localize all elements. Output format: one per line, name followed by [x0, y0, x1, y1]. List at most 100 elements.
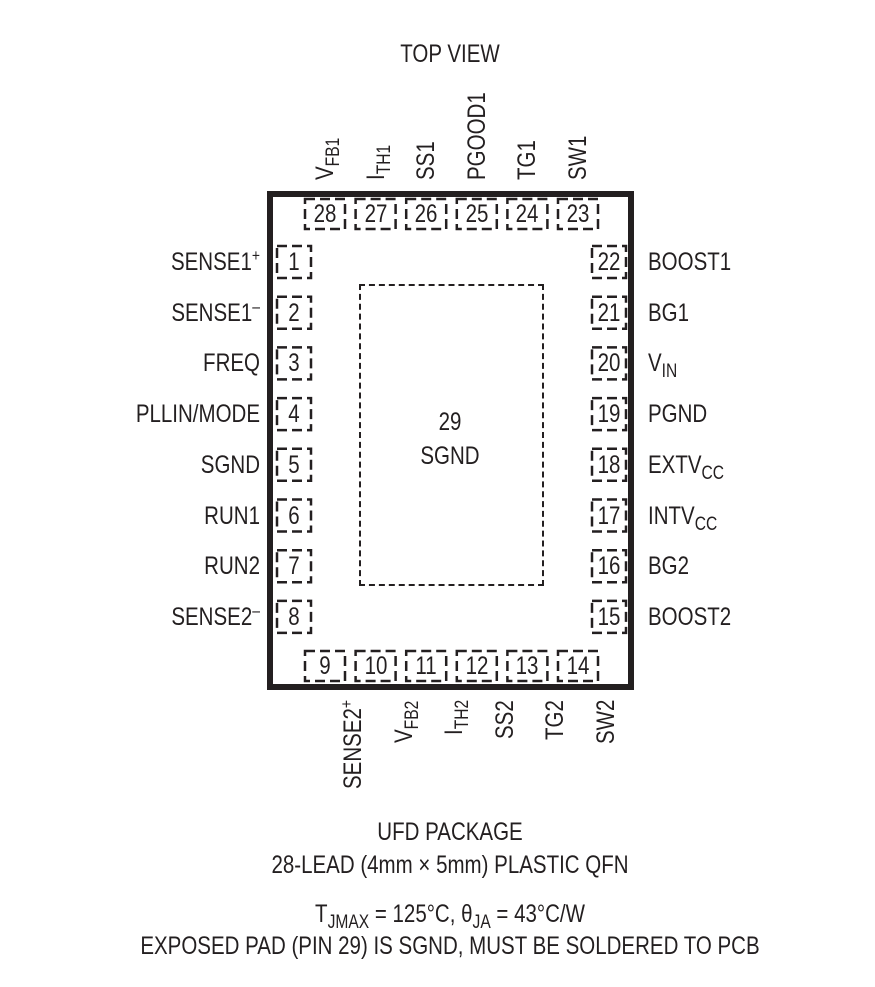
pin-label-15-text: BOOST2: [648, 602, 732, 631]
pin-label-14: SW2: [592, 700, 620, 744]
pin-number-7: 7: [288, 552, 300, 581]
pin-label-24-text: TG1: [513, 140, 542, 180]
pad-left-7: [275, 548, 313, 584]
pin-number-11: 11: [415, 652, 437, 680]
pad-top-25: [455, 197, 499, 231]
pin-label-28-subscript: FB1: [323, 137, 344, 167]
pin-label-3-text: FREQ: [203, 349, 260, 378]
pin-label-26-text: SS1: [412, 141, 441, 180]
pin-label-19-text: PGND: [648, 400, 708, 429]
pin-number-9: 9: [319, 652, 331, 680]
pin-label-28-text: V: [311, 166, 339, 180]
pin-number-1: 1: [288, 248, 300, 276]
pad-left-1: [275, 244, 313, 280]
package-description: 28-LEAD (4mm × 5mm) PLASTIC QFN: [271, 851, 629, 879]
pin-number-13: 13: [515, 652, 539, 680]
pad-top-27: [354, 197, 397, 231]
pin-label-27: ITH1: [361, 145, 395, 180]
package-outline: [267, 191, 634, 690]
pin-label-27-subscript: TH1: [373, 144, 395, 175]
pin-label-20: VIN: [648, 349, 812, 381]
pin-label-20-subscript: IN: [661, 361, 678, 383]
pin-label-24: TG1: [513, 140, 541, 180]
pin-number-14: 14: [566, 652, 590, 680]
pad-bottom-14: [556, 649, 600, 683]
pin-label-8: SENSE2–: [96, 600, 260, 631]
pad-bottom-10: [354, 649, 397, 683]
pin-label-25: PGOOD1: [463, 92, 491, 180]
pin-label-2: SENSE1–: [96, 296, 260, 327]
pin-label-10-text: V: [389, 728, 418, 743]
pin-label-9-superscript: +: [337, 700, 356, 709]
pad-left-3: [275, 346, 313, 381]
pad-left-8: [275, 599, 313, 635]
pin-label-23: SW1: [564, 136, 592, 180]
tjmax-subscript: JMAX: [327, 912, 370, 933]
pin-label-18: EXTVCC: [648, 450, 812, 483]
pin-label-1-superscript: +: [251, 246, 260, 265]
pin-label-20-text: V: [648, 349, 662, 378]
pin-number-25: 25: [465, 200, 489, 228]
exposed-pad-note: EXPOSED PAD (PIN 29) IS SGND, MUST BE SO…: [140, 932, 760, 960]
pad-left-5: [275, 447, 313, 483]
pin-label-2-text: SENSE1: [171, 298, 253, 327]
pin-label-3: FREQ: [96, 349, 260, 377]
pin-label-6-text: RUN1: [204, 501, 260, 530]
pin-number-28: 28: [313, 200, 337, 228]
pin-label-13-text: TG2: [541, 700, 570, 741]
pad-right-21: [590, 295, 628, 330]
pad-left-4: [275, 396, 313, 432]
pin-label-9-text: SENSE2: [339, 708, 367, 790]
thermal-note: TJMAX = 125°C, θJA = 43°C/W: [204, 900, 696, 932]
pin-label-11: ITH2: [440, 700, 473, 736]
pin-number-27: 27: [364, 200, 387, 228]
pin-label-18-text: EXTV: [648, 450, 702, 479]
pin-label-1: SENSE1+: [96, 246, 260, 276]
top-view-title: TOP VIEW: [400, 40, 500, 68]
pin-label-6: RUN1: [96, 502, 260, 530]
pin-label-26: SS1: [412, 141, 440, 180]
theta-label: θ: [461, 900, 473, 928]
pin-number-15: 15: [597, 602, 621, 631]
pin-label-9: SENSE2+: [337, 700, 367, 790]
tjmax-label: T: [315, 900, 328, 928]
pin-label-21: BG1: [648, 299, 812, 327]
pin-number-19: 19: [597, 400, 621, 429]
pin-label-7: RUN2: [96, 552, 260, 580]
exposed-pad-number: 29: [438, 408, 462, 436]
pad-bottom-12: [455, 649, 499, 683]
pin-number-2: 2: [288, 298, 300, 327]
pad-left-6: [275, 498, 313, 533]
pin-label-17-subscript: CC: [694, 513, 718, 535]
pin-label-8-text: SENSE2: [171, 602, 253, 631]
pad-left-2: [275, 295, 313, 330]
pin-label-11-text: I: [440, 729, 469, 736]
pad-top-26: [404, 197, 448, 231]
pin-label-13: TG2: [541, 700, 569, 740]
pad-right-16: [590, 548, 628, 584]
pin-number-24: 24: [515, 200, 539, 228]
pin-number-12: 12: [465, 652, 489, 680]
pin-label-17-text: INTV: [648, 501, 695, 530]
pin-number-18: 18: [597, 450, 621, 479]
pin-label-8-superscript: –: [252, 600, 260, 620]
tjmax-value: = 125°C,: [369, 900, 462, 928]
pin-number-3: 3: [288, 349, 300, 378]
pin-number-10: 10: [364, 652, 387, 680]
pin-label-2-superscript: –: [252, 296, 260, 316]
pin-label-27-text: I: [361, 174, 390, 180]
pin-label-5: SGND: [96, 451, 260, 479]
pin-label-17: INTVCC: [648, 501, 812, 534]
pin-number-21: 21: [597, 298, 621, 327]
pad-right-19: [590, 396, 628, 432]
pin-number-20: 20: [597, 349, 621, 378]
pin-number-22: 22: [597, 248, 621, 276]
pin-label-14-text: SW2: [592, 699, 620, 745]
pin-number-23: 23: [566, 200, 590, 228]
pin-label-15: BOOST2: [648, 603, 812, 631]
pin-label-18-subscript: CC: [701, 462, 725, 484]
pin-number-16: 16: [597, 552, 621, 581]
pin-label-11-subscript: TH2: [452, 700, 474, 730]
pin-label-7-text: RUN2: [204, 552, 260, 581]
